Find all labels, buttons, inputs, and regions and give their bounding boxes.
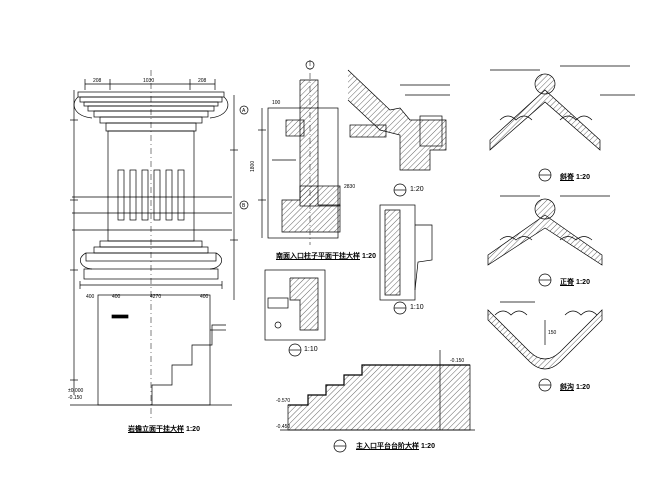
column-dim-top-left: 208 [93,78,102,84]
stair-section-labels: -0.150 -0.570 -0.450 [276,358,464,430]
valley-dim-150: 150 [548,330,557,336]
entrance-plan-title-text: 南面入口柱子平面干挂大样 [276,253,360,260]
roof-title-valley-scale: 1:20 [575,384,590,391]
callout-5-scale-text: 1:10 [304,346,318,353]
entrance-plan-dim-1: 1800 [250,161,256,172]
column-detail-title-text: 岩檐立面干挂大样 [128,426,184,433]
column-dim-base-1: 400 [86,294,95,300]
stair-elev-2: -0.570 [276,398,290,404]
small-section-details [264,204,433,357]
column-dim-base-4: 400 [200,294,209,300]
entrance-section-scale: 1:20 [420,443,435,450]
roof-title-hip-text: 斜脊 [560,174,574,181]
entrance-section-title-text: 主入口平台台阶大样 [356,443,419,450]
column-elev-minus: -0.150 [68,395,82,401]
eave-section-detail [347,69,450,197]
column-dim-top-right: 208 [198,78,207,84]
column-dim-base-3: 4270 [150,294,161,300]
valley-detail [487,301,603,392]
callout-6-scale-text: 1:10 [410,304,424,311]
roof-title-main-text: 正脊 [560,279,574,286]
entrance-plan-title: 南面入口柱子平面干挂大样 1:20 [276,251,376,261]
stair-elev-3: -0.450 [276,424,290,430]
column-elevation-detail [70,70,249,420]
roof-title-hip-scale: 1:20 [575,174,590,181]
ridge-detail-main [487,195,610,287]
roof-title-main-scale: 1:20 [575,279,590,286]
entrance-plan-scale: 1:20 [361,253,376,260]
grid-mark-b: B [242,203,246,209]
entrance-plan-labels: 1800 100 2830 [250,100,355,190]
callout-4-scale-text: 1:20 [410,186,424,193]
grid-mark-a: A [242,108,246,114]
roof-dim-labels: 150 [548,330,557,336]
callout-4-scale: 1:20 [410,186,424,193]
column-elev-zero: ±0.000 [68,388,83,394]
roof-title-valley: 斜沟 1:20 [560,382,590,392]
entrance-section-title: 主入口平台台阶大样 1:20 [356,441,435,451]
callout-6-scale: 1:10 [410,304,424,311]
column-detail-scale: 1:20 [185,426,200,433]
column-dim-labels: 208 1030 208 ±0.000 -0.150 400 400 4270 … [68,78,246,401]
column-dim-top-mid: 1030 [143,78,154,84]
column-detail-title: 岩檐立面干挂大样 1:20 [128,424,200,434]
column-dim-base-2: 400 [112,294,121,300]
entrance-plan-detail [258,60,341,245]
stair-elev-1: -0.150 [450,358,464,364]
roof-title-hip: 斜脊 1:20 [560,172,590,182]
ridge-detail-hip [489,65,635,182]
callout-5-scale: 1:10 [304,346,318,353]
roof-title-valley-text: 斜沟 [560,384,574,391]
entrance-plan-dim-3: 2830 [344,184,355,190]
roof-title-main: 正脊 1:20 [560,277,590,287]
entrance-plan-dim-2: 100 [272,100,281,106]
stair-section-detail [280,350,475,453]
